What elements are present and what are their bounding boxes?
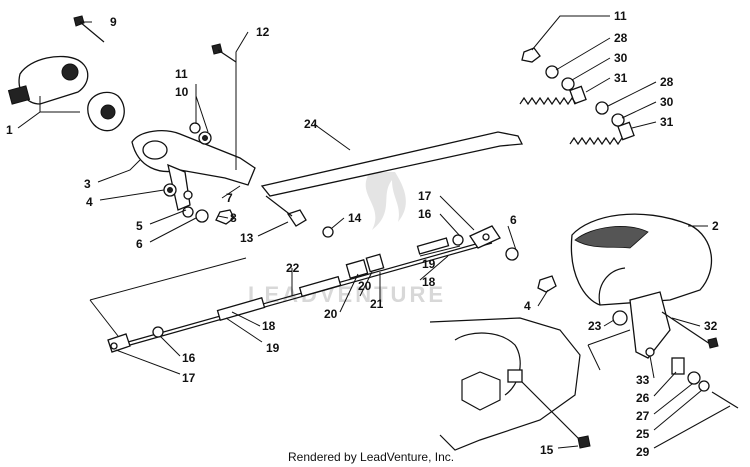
part-3-bracket [131, 130, 256, 211]
callout-30b: 30 [660, 95, 674, 109]
callout-15: 15 [540, 443, 554, 457]
callout-6: 6 [136, 237, 143, 251]
callout-26: 26 [636, 391, 650, 405]
part-13-14-hardware [322, 226, 334, 238]
callout-14: 14 [348, 211, 362, 225]
callout-10: 10 [175, 85, 189, 99]
callout-20a: 20 [358, 279, 372, 293]
callout-4: 4 [86, 195, 93, 209]
callout-31a: 31 [614, 71, 628, 85]
callout-7: 7 [226, 191, 233, 205]
callout-3: 3 [84, 177, 91, 191]
callout-2: 2 [712, 219, 719, 233]
watermark-flame-icon [365, 172, 406, 230]
callout-17b: 17 [182, 371, 196, 385]
callout-30a: 30 [614, 51, 628, 65]
callout-31b: 31 [660, 115, 674, 129]
part-springs-top-right [519, 47, 635, 146]
callout-18b: 18 [262, 319, 276, 333]
callout-32: 32 [704, 319, 718, 333]
callout-4b: 4 [524, 299, 531, 313]
callout-29: 29 [636, 445, 650, 459]
leader-lines [17, 15, 731, 449]
engine-block [429, 317, 581, 451]
callout-13: 13 [240, 231, 254, 245]
callout-28a: 28 [614, 31, 628, 45]
footer-credit: Rendered by LeadVenture, Inc. [288, 450, 454, 464]
callout-22: 22 [286, 261, 300, 275]
callout-11: 11 [175, 67, 188, 81]
callout-1: 1 [6, 123, 13, 137]
callout-24: 24 [304, 117, 318, 131]
callout-9: 9 [110, 15, 117, 29]
part-9-bolt [73, 15, 105, 43]
part-lower-right-hardware [612, 291, 739, 409]
part-2-cover [570, 213, 713, 306]
callout-labels: 9 12 11 10 1 3 4 5 6 7 8 13 14 24 11 28 … [6, 9, 719, 459]
callout-16a: 16 [418, 207, 432, 221]
callout-21: 21 [370, 297, 384, 311]
callout-8: 8 [230, 211, 237, 225]
callout-16b: 16 [182, 351, 196, 365]
callout-28b: 28 [660, 75, 674, 89]
part-12-bolt [211, 43, 237, 63]
callout-18a: 18 [422, 275, 436, 289]
callout-23: 23 [588, 319, 602, 333]
callout-12: 12 [256, 25, 270, 39]
part-1-switch-housing [7, 55, 125, 132]
part-15-bolt [521, 381, 591, 449]
part-24-rod [260, 131, 524, 227]
callout-19b: 19 [266, 341, 280, 355]
callout-27: 27 [636, 409, 650, 423]
callout-6b: 6 [510, 213, 517, 227]
callout-33: 33 [636, 373, 650, 387]
part-4-8-hardware [163, 183, 235, 225]
part-10-11-fasteners [189, 122, 212, 145]
callout-5: 5 [136, 219, 143, 233]
callout-19a: 19 [422, 257, 436, 271]
cable-assembly [107, 225, 557, 353]
callout-17a: 17 [418, 189, 432, 203]
callout-11b: 11 [614, 9, 627, 23]
callout-20b: 20 [324, 307, 338, 321]
callout-25: 25 [636, 427, 650, 441]
